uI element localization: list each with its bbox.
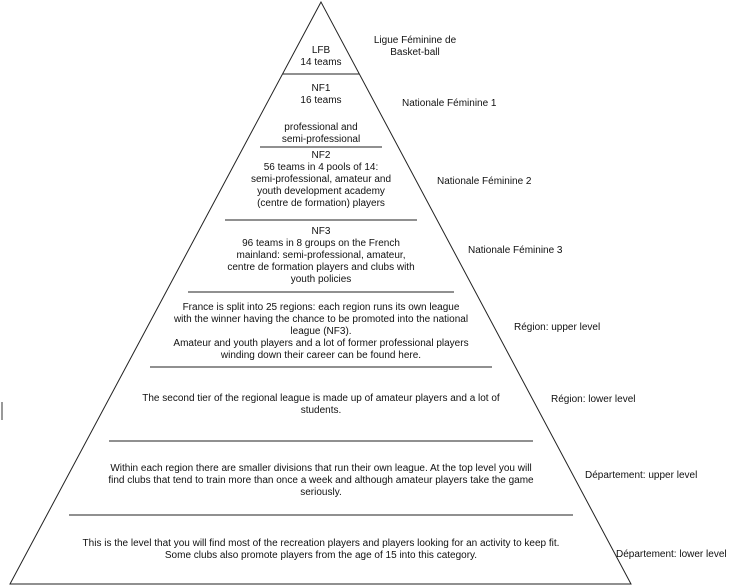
tier-departement-lower-text: This is the level that you will find mos… — [82, 538, 560, 561]
tier-nf2-text: NF2 56 teams in 4 pools of 14: semi-prof… — [250, 150, 392, 209]
tier-nf1-label: Nationale Féminine 1 — [402, 98, 497, 109]
tier-nf1-text: NF1 16 teams — [300, 83, 342, 106]
tier-region-upper-label: Région: upper level — [514, 322, 601, 333]
tier-region-lower-label: Région: lower level — [551, 394, 636, 405]
tier-nf3-text: NF3 96 teams in 8 groups on the French m… — [227, 226, 415, 285]
tier-lfb-label: Ligue Féminine de Basket-ball — [373, 35, 457, 58]
tier-lfb-text: LFB 14 teams — [300, 45, 342, 68]
tier-departement-upper-label: Département: upper level — [585, 470, 698, 481]
pyramid-outline — [9, 0, 632, 585]
tier-region-upper-text: France is split into 25 regions: each re… — [173, 302, 469, 361]
tier-departement-upper-text: Within each region there are smaller div… — [108, 463, 534, 498]
tier-nf2-label: Nationale Féminine 2 — [437, 176, 532, 187]
tier-nf3-label: Nationale Féminine 3 — [468, 245, 563, 256]
tier-region-lower-text: The second tier of the regional league i… — [142, 393, 500, 416]
tier-nf1-subtext: professional and semi-professional — [281, 122, 361, 145]
tier-departement-lower-label: Département: lower level — [616, 549, 727, 560]
